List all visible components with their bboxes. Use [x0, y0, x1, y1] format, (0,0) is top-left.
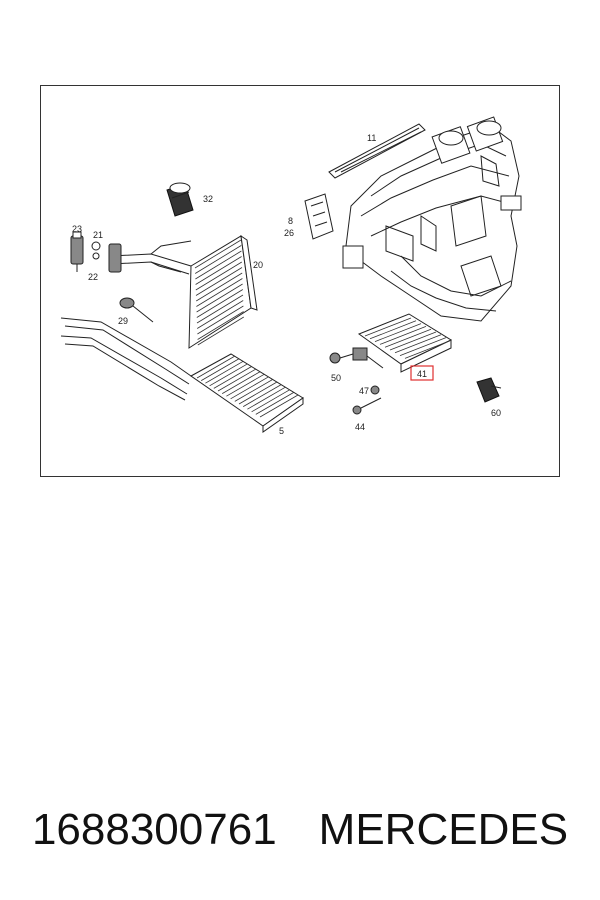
fin-line [234, 379, 274, 402]
fin-line [196, 278, 243, 307]
fin-line [196, 283, 243, 313]
fin-line [195, 267, 243, 296]
callout-5: 5 [279, 426, 284, 436]
part-8-plate [304, 193, 334, 240]
fin-line [195, 261, 243, 291]
fin-line [379, 326, 427, 345]
callout-26: 26 [284, 228, 294, 238]
part-20-evaporator [108, 234, 258, 349]
fin-line [394, 334, 442, 354]
fin-line [404, 340, 452, 359]
fin-line [194, 245, 242, 274]
part-29-sensor [119, 297, 154, 323]
fin-line [200, 358, 240, 381]
part-44-screw [352, 397, 382, 415]
part-21-seal [91, 241, 101, 260]
fin-line [230, 376, 269, 400]
fin-line [369, 320, 417, 340]
callout-22: 22 [88, 272, 98, 282]
fin-line [389, 331, 437, 351]
brand-name: MERCEDES [318, 805, 569, 854]
callout-41-highlight-box [410, 365, 434, 381]
parts-diagram: 11 8 26 [60, 116, 522, 436]
fin-line [255, 392, 295, 415]
fin-line [221, 371, 261, 394]
parts-diagram-frame: 11 8 26 [40, 85, 560, 477]
part-23-valve [70, 231, 84, 272]
fin-line [205, 360, 244, 384]
fin-line [196, 355, 236, 379]
fin-line [195, 272, 243, 302]
fin-line [242, 384, 282, 407]
fin-line [217, 368, 257, 392]
part-41-heater-element [352, 313, 453, 373]
part-5-heater-core [60, 317, 304, 433]
callout-44: 44 [355, 422, 365, 432]
fin-line [259, 394, 299, 418]
fin-line [196, 300, 244, 329]
fin-line [247, 386, 286, 410]
callout-21: 21 [93, 230, 103, 240]
fin-line [197, 316, 245, 346]
fin-line [197, 311, 244, 340]
callout-8: 8 [288, 216, 293, 226]
fin-line [226, 373, 265, 397]
fin-line [209, 363, 248, 387]
hvac-housing [342, 116, 522, 322]
fin-line [195, 256, 242, 285]
callout-29: 29 [118, 316, 128, 326]
fin-line [384, 328, 432, 348]
fin-line [196, 289, 244, 318]
fin-line [251, 389, 290, 413]
callout-32: 32 [203, 194, 213, 204]
part-32-grommet [166, 182, 194, 217]
fin-line [213, 366, 253, 389]
footer-caption: 1688300761 MERCEDES [0, 795, 600, 865]
fin-line [399, 337, 447, 356]
part-11-strip [328, 123, 426, 179]
fin-line [364, 317, 412, 337]
part-60-connector [476, 377, 502, 403]
callout-50: 50 [331, 373, 341, 383]
callout-47: 47 [359, 386, 369, 396]
part-47-nut [370, 385, 380, 395]
fin-line [195, 250, 242, 280]
fin-line [374, 323, 422, 342]
part-number: 1688300761 [31, 805, 277, 854]
callout-23: 23 [72, 224, 82, 234]
callout-11: 11 [367, 133, 376, 143]
part-50-bolt [329, 352, 354, 364]
fin-line [196, 294, 244, 324]
callout-41: 41 [417, 369, 427, 379]
fin-line [197, 305, 244, 335]
callout-20: 20 [253, 260, 263, 270]
callout-60: 60 [491, 408, 501, 418]
fin-line [238, 381, 278, 405]
fin-line [194, 239, 242, 269]
